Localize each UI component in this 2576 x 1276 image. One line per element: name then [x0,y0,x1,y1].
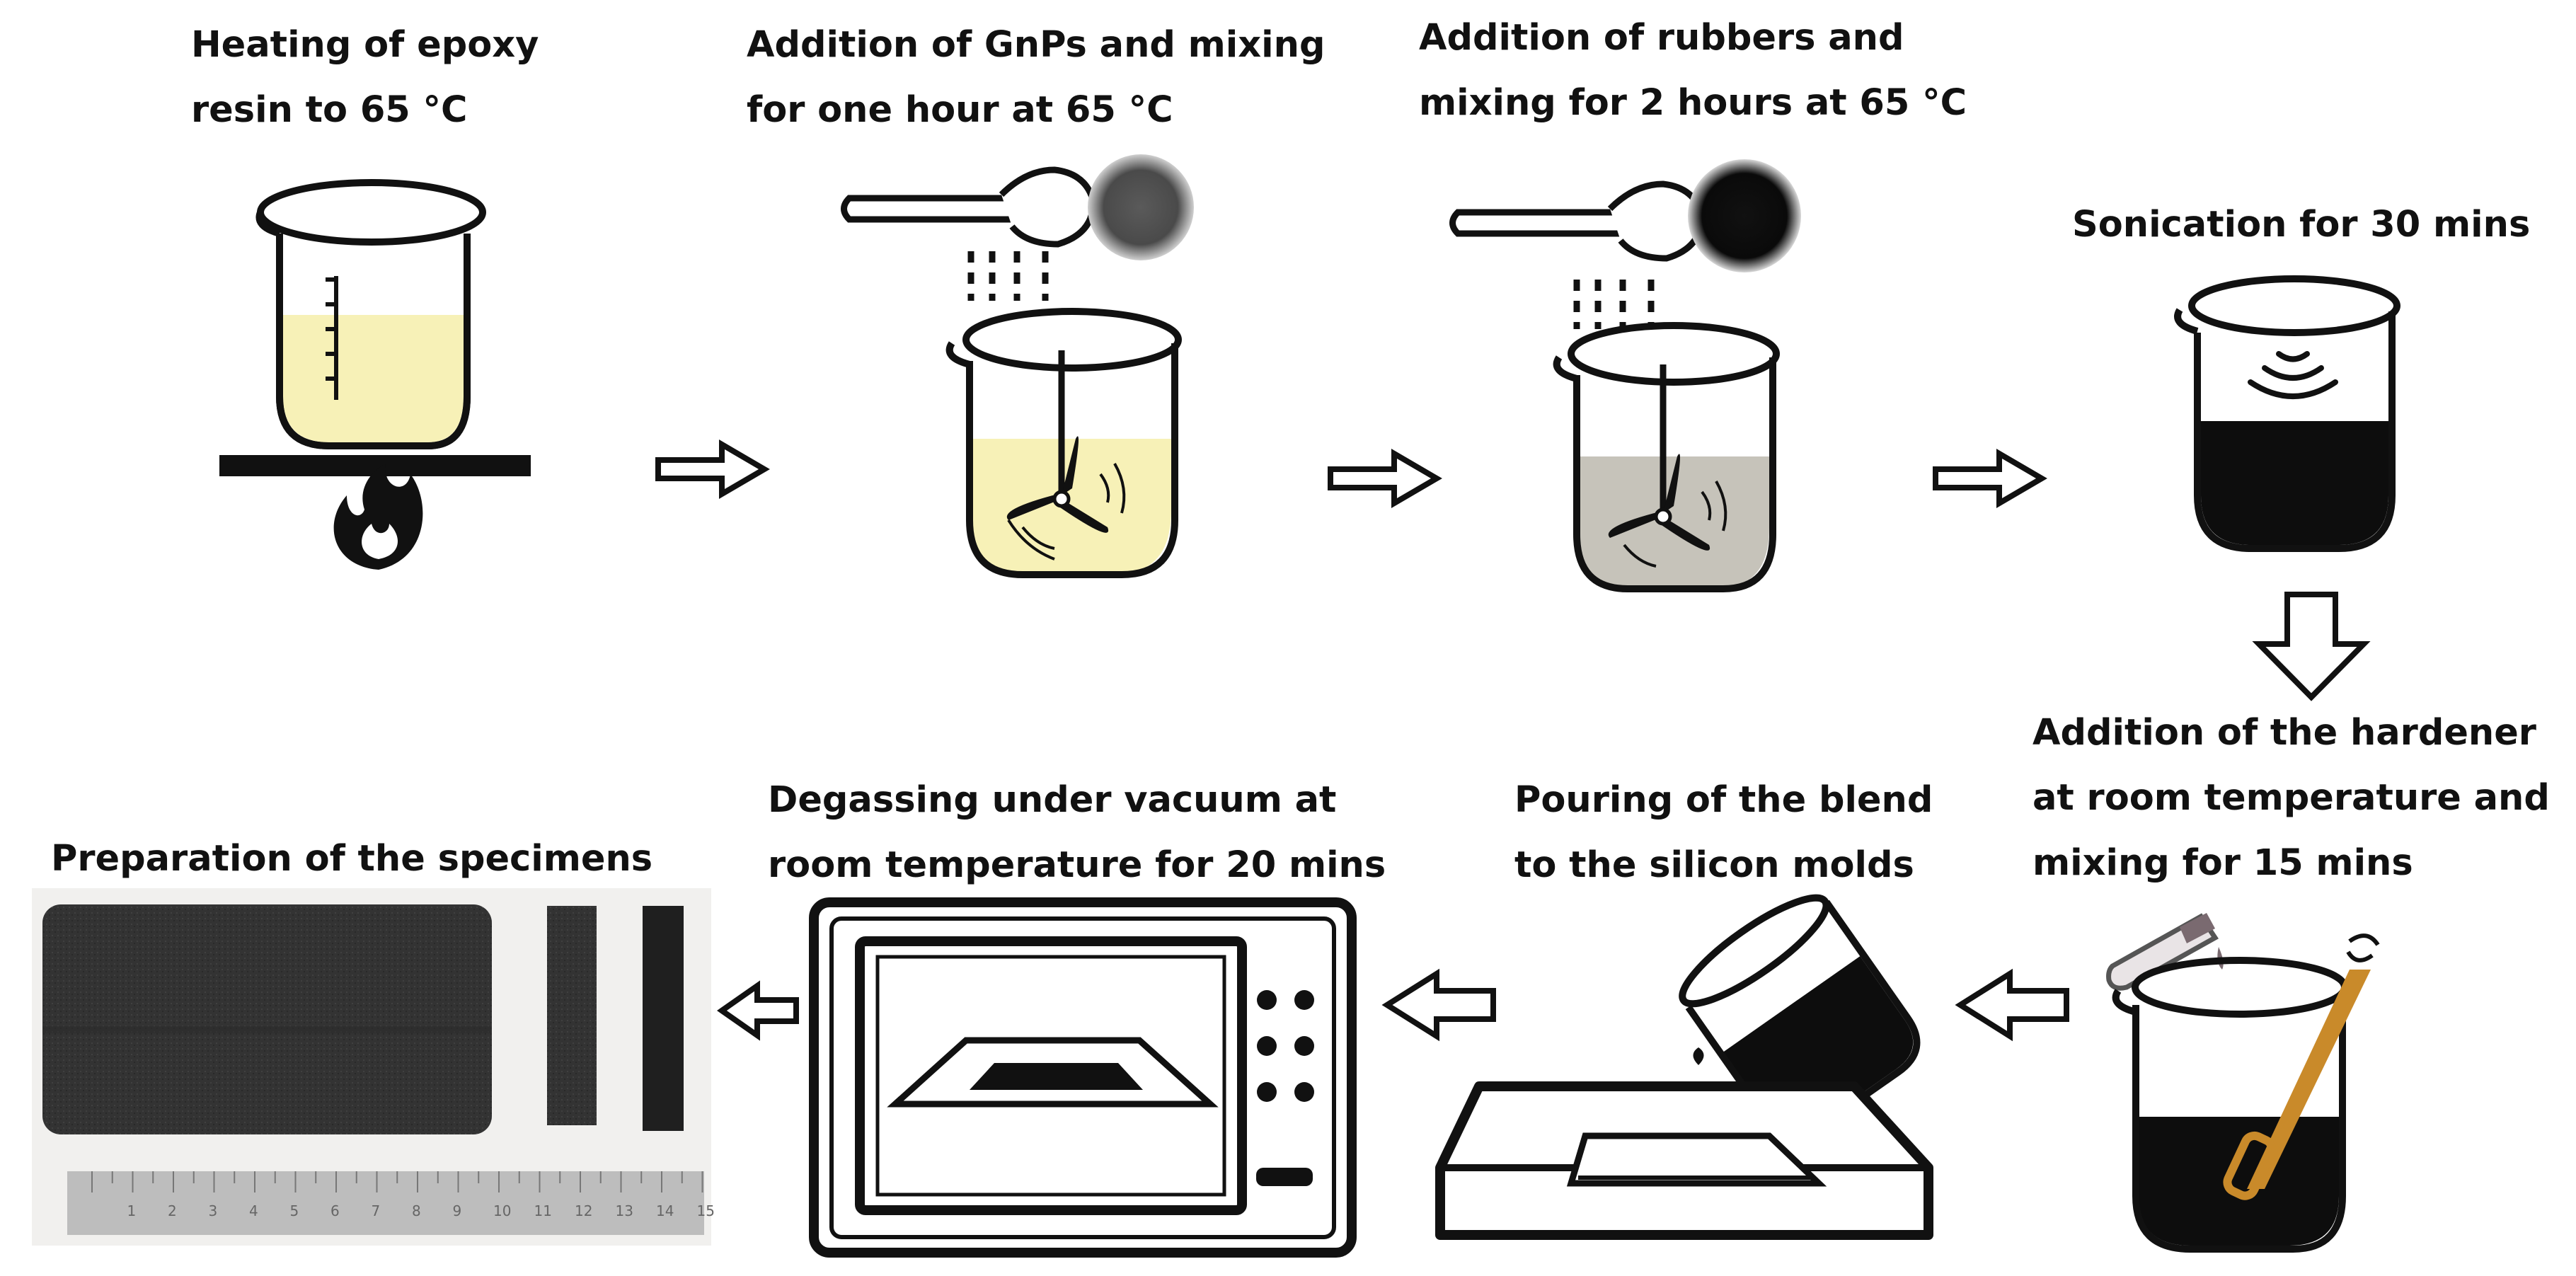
spoon-icon [841,166,1097,248]
ruler-number: 4 [249,1202,258,1219]
caption-heating: Heating of epoxy resin to 65 °C [191,13,539,143]
ruler-number: 15 [697,1202,715,1219]
falling-powder [967,251,1049,301]
step-sonication-illustration [2174,275,2400,552]
ruler-number: 11 [534,1202,552,1219]
arrow-icon [1955,968,2069,1042]
flame-icon [333,464,423,570]
specimen-bar [643,906,684,1131]
ruler [67,1171,704,1235]
arrow-icon [655,439,770,499]
ruler-number: 6 [330,1202,340,1219]
caption-sonication: Sonication for 30 mins [2072,192,2530,258]
ruler-number: 7 [372,1202,381,1219]
step-hardener-illustration [2106,913,2380,1253]
caption-line: Addition of GnPs and mixing [747,24,1326,66]
vacuum-oven-icon [809,897,1357,1258]
powder-dish-icon [1688,159,1801,272]
pouring-drop [1693,1026,1704,1065]
specimen-plate [42,904,492,1134]
caption-line: at room temperature and [2032,777,2550,819]
step-heating-illustration [219,179,531,570]
caption-line: Addition of the hardener [2032,712,2536,754]
silicon-mold-icon [1435,1081,1933,1240]
caption-line: Pouring of the blend [1514,779,1933,821]
stirrer-icon [1006,350,1126,561]
stirrer-icon [2223,933,2380,1200]
arrow-icon [1381,968,1496,1042]
caption-gnp: Addition of GnPs and mixing for one hour… [747,13,1325,143]
caption-line: to the silicon molds [1514,844,1914,886]
ruler-number: 10 [493,1202,511,1219]
specimen-bar [547,906,597,1125]
caption-pouring: Pouring of the blend to the silicon mold… [1514,768,1933,898]
oven-buttons [1256,990,1314,1186]
ruler-number: 5 [290,1202,299,1219]
caption-specimens: Preparation of the specimens [51,827,652,892]
caption-line: room temperature for 20 mins [768,844,1386,886]
beaker-icon [2174,275,2400,552]
arrow-icon [2252,592,2371,701]
test-tube-icon [2106,913,2224,991]
ruler-number: 8 [412,1202,421,1219]
ruler-number: 14 [656,1202,674,1219]
ruler-number: 1 [127,1202,137,1219]
beaker-icon [1553,322,1780,592]
caption-line: Preparation of the specimens [51,838,653,880]
arrow-icon [1328,449,1442,508]
caption-line: for one hour at 65 °C [747,89,1173,131]
caption-rubber: Addition of rubbers and mixing for 2 hou… [1419,6,1967,136]
spoon-icon [1449,180,1706,262]
caption-line: mixing for 2 hours at 65 °C [1419,82,1967,124]
caption-degassing: Degassing under vacuum at room temperatu… [768,768,1386,898]
caption-line: mixing for 15 mins [2032,842,2413,884]
graduation-marks [326,276,338,400]
ruler-number: 12 [575,1202,592,1219]
powder-dish-icon [1088,154,1194,260]
caption-line: Sonication for 30 mins [2072,204,2531,246]
caption-line: Degassing under vacuum at [768,779,1337,821]
caption-line: Addition of rubbers and [1419,17,1904,59]
ruler-number: 13 [616,1202,633,1219]
caption-line: Heating of epoxy [191,24,539,66]
arrow-icon [1933,449,2047,508]
beaker-icon [2112,957,2348,1253]
step-pouring-illustration [1435,894,1933,1240]
step-rubber-illustration [1449,159,1801,592]
stirrer-icon [1608,364,1727,568]
ruler-number: 2 [168,1202,177,1219]
arrow-icon [717,980,799,1041]
falling-powder [1573,280,1655,329]
beaker-icon [255,179,486,449]
caption-hardener: Addition of the hardener at room tempera… [2032,701,2550,896]
step-gnp-illustration [841,154,1194,578]
caption-line: resin to 65 °C [191,89,468,131]
sound-wave-icon [2248,351,2338,399]
ruler-number: 3 [209,1202,218,1219]
ruler-number: 9 [453,1202,462,1219]
